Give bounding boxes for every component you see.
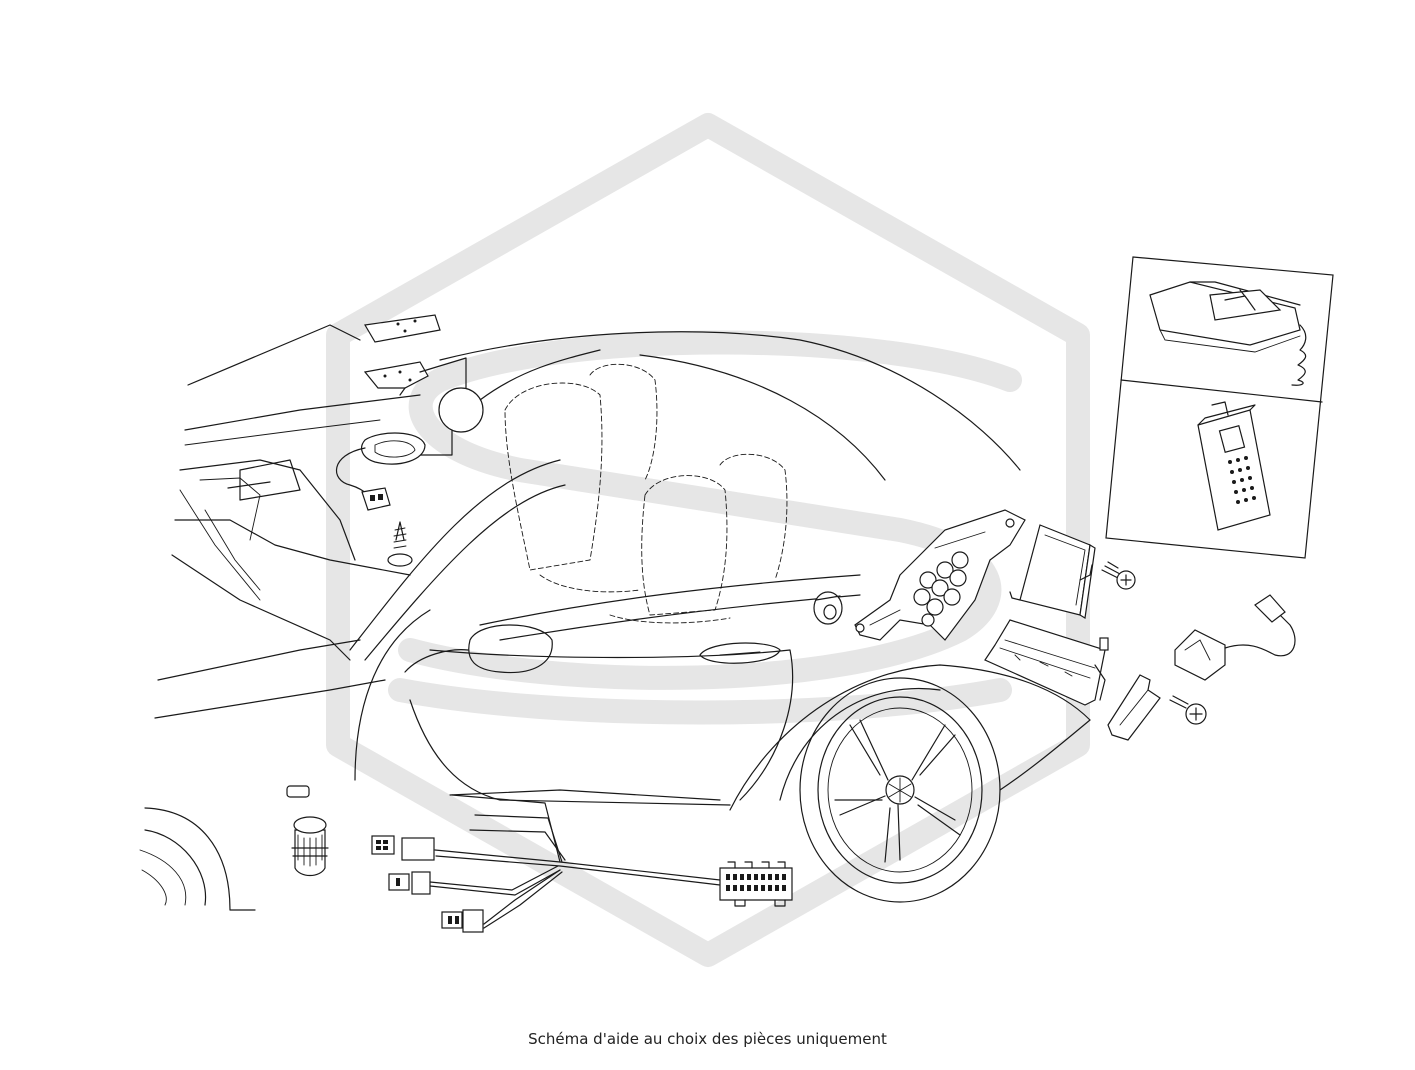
phone-connector-cable [1174, 594, 1296, 681]
multi-pin-connector [719, 861, 793, 907]
mounting-bracket [854, 509, 1026, 641]
grommet [813, 591, 843, 625]
connector-plug-b [388, 871, 431, 895]
wiring-harness [429, 794, 721, 929]
callout-line [419, 357, 467, 389]
screw-upper [1101, 561, 1136, 590]
diagram-caption: Schéma d'aide au choix des pièces unique… [528, 1030, 887, 1048]
connector-plug-a [371, 835, 435, 861]
mobile-phone [1197, 401, 1271, 531]
hexagon-s-logo-icon [326, 113, 1090, 967]
car-body-outline [139, 324, 1091, 911]
clip-bracket [1107, 674, 1161, 741]
antenna-plate-lower [363, 361, 429, 396]
screw [387, 521, 413, 567]
antenna-disc [438, 387, 484, 433]
front-wheel [799, 677, 1001, 903]
cylindrical-connector [291, 816, 329, 877]
control-unit-upper [1009, 524, 1096, 619]
plug-cap [286, 785, 310, 798]
car-phone-handset [1149, 281, 1307, 386]
callout-line [419, 429, 453, 456]
screw-lower [1169, 695, 1207, 725]
antenna-plate-upper [364, 314, 441, 343]
control-unit-lower [984, 619, 1109, 706]
antenna-module [335, 432, 426, 511]
connector-plug-c [441, 909, 484, 933]
